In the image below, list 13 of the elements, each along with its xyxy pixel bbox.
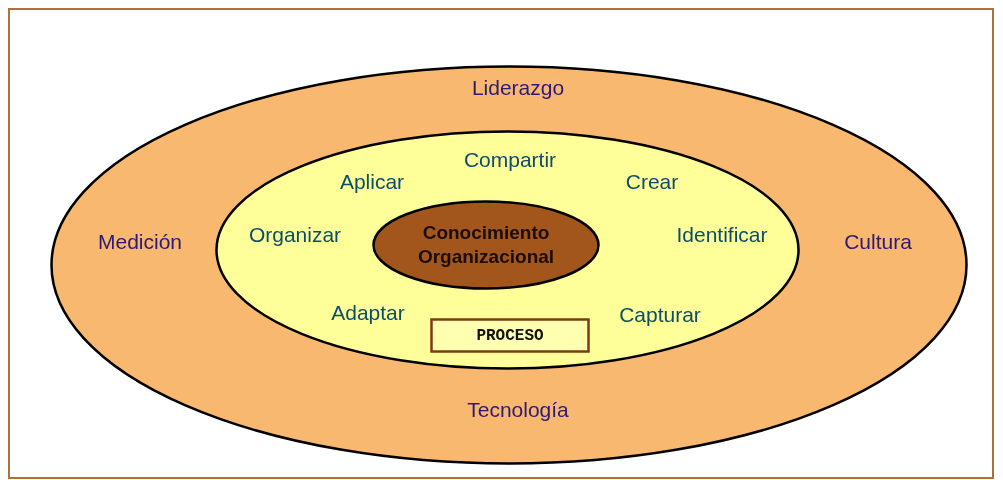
ellipse-label: Adaptar [331,301,405,325]
ellipse-label: Identificar [676,223,768,247]
ellipse-label: Capturar [619,303,701,327]
ellipse-label: Medición [98,230,182,254]
ellipse-label: Tecnología [467,398,569,422]
ellipse-label: Crear [625,170,679,194]
ellipse-label: Cultura [844,230,912,254]
ellipse-label: Organizar [248,223,342,247]
ellipse-label: Conocimiento Organizacional [416,221,556,269]
box-label: PROCESO [476,327,544,345]
ellipse-label: Compartir [463,148,557,172]
ellipse-label: Liderazgo [471,76,565,100]
ellipse-label: Aplicar [339,170,405,194]
